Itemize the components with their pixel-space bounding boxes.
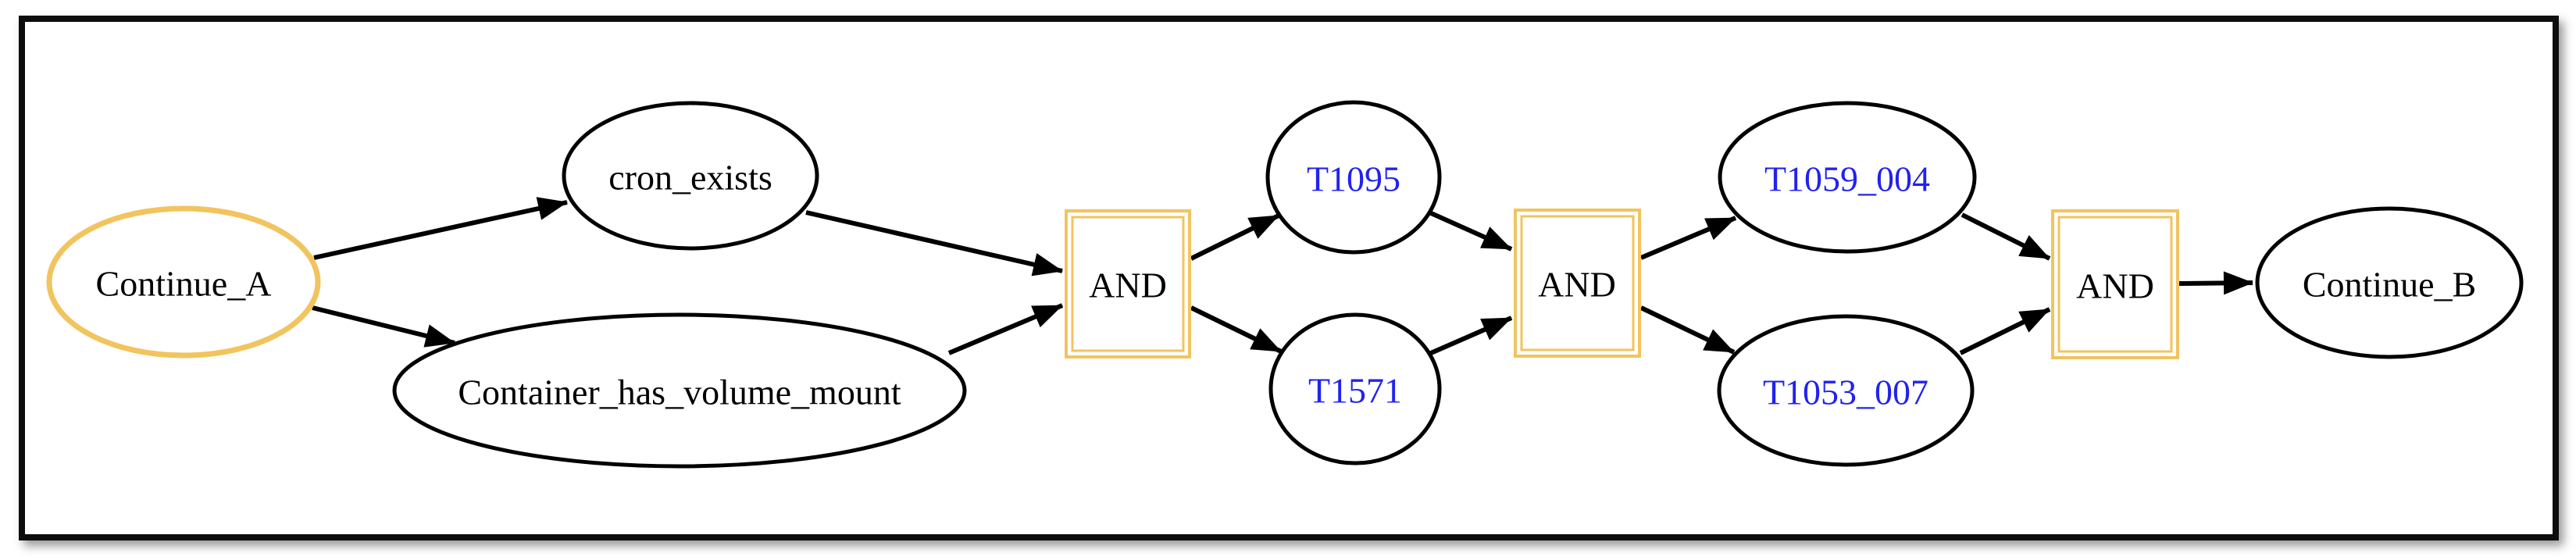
edge-container-has-volume-mount-to-and-1 xyxy=(947,303,1064,355)
edge-cron-exists-to-and-1 xyxy=(805,210,1063,276)
edge-t1571-to-and-2 xyxy=(1429,316,1513,355)
edge-continue-a-to-cron-exists xyxy=(313,197,568,260)
node-t1059-004: T1059_004 xyxy=(1718,101,1977,254)
node-and-gate-3-inner-border xyxy=(2057,216,2173,353)
node-cron-exists-label: cron_exists xyxy=(608,158,772,198)
edge-and-3-to-continue-b xyxy=(2178,271,2253,295)
edge-t1059-004-to-and-3 xyxy=(1961,212,2051,261)
node-container-has-volume-mount-label: Container_has_volume_mount xyxy=(458,373,901,412)
edge-and-2-to-t1053-007 xyxy=(1639,305,1736,355)
node-cron-exists: cron_exists xyxy=(562,101,819,251)
node-t1053-007: T1053_007 xyxy=(1717,314,1975,467)
node-continue-a-shape xyxy=(46,205,321,358)
node-t1571-label: T1571 xyxy=(1308,371,1402,411)
node-and-gate-2-inner-border xyxy=(1520,215,1635,351)
edge-t1095-to-and-2 xyxy=(1428,210,1513,251)
node-and-gate-3-shape xyxy=(2051,209,2179,359)
edge-t1053-007-to-and-3 xyxy=(1959,307,2051,355)
node-continue-a-label: Continue_A xyxy=(96,264,272,304)
node-and-gate-1-label: AND xyxy=(1089,266,1167,305)
node-t1059-004-shape xyxy=(1718,101,1977,254)
edge-and-1-to-t1095 xyxy=(1190,213,1280,261)
node-and-gate-1-shape xyxy=(1065,209,1191,358)
node-and-gate-1: AND xyxy=(1065,209,1191,358)
node-t1053-007-label: T1053_007 xyxy=(1763,373,1928,412)
edge-and-1-to-t1571 xyxy=(1190,305,1283,354)
node-cron-exists-shape xyxy=(562,101,819,251)
node-continue-b-shape xyxy=(2255,206,2524,359)
node-continue-b: Continue_B xyxy=(2255,206,2524,359)
node-t1053-007-shape xyxy=(1717,314,1975,467)
node-and-gate-2: AND xyxy=(1514,209,1641,358)
node-t1095-label: T1095 xyxy=(1307,159,1400,199)
node-continue-a: Continue_A xyxy=(46,205,321,358)
node-and-gate-2-label: AND xyxy=(1538,265,1616,305)
edge-continue-a-to-container-has-volume-mount xyxy=(312,305,455,348)
node-t1095: T1095 xyxy=(1265,100,1442,255)
node-and-gate-3: AND xyxy=(2051,209,2179,359)
edge-and-2-to-t1059-004 xyxy=(1639,216,1737,260)
node-t1059-004-label: T1059_004 xyxy=(1764,159,1930,199)
node-layer: Continue_A cron_exists Container_has_vol… xyxy=(46,100,2524,469)
node-t1571: T1571 xyxy=(1268,312,1442,465)
node-and-gate-3-label: AND xyxy=(2076,266,2154,306)
node-container-has-volume-mount: Container_has_volume_mount xyxy=(392,312,967,469)
node-and-gate-1-inner-border xyxy=(1071,216,1185,352)
node-container-has-volume-mount-shape xyxy=(392,312,967,469)
node-t1571-shape xyxy=(1268,312,1442,465)
node-continue-b-label: Continue_B xyxy=(2303,265,2476,305)
edge-layer xyxy=(312,197,2253,355)
node-t1095-shape xyxy=(1265,100,1442,255)
node-and-gate-2-shape xyxy=(1514,209,1641,358)
